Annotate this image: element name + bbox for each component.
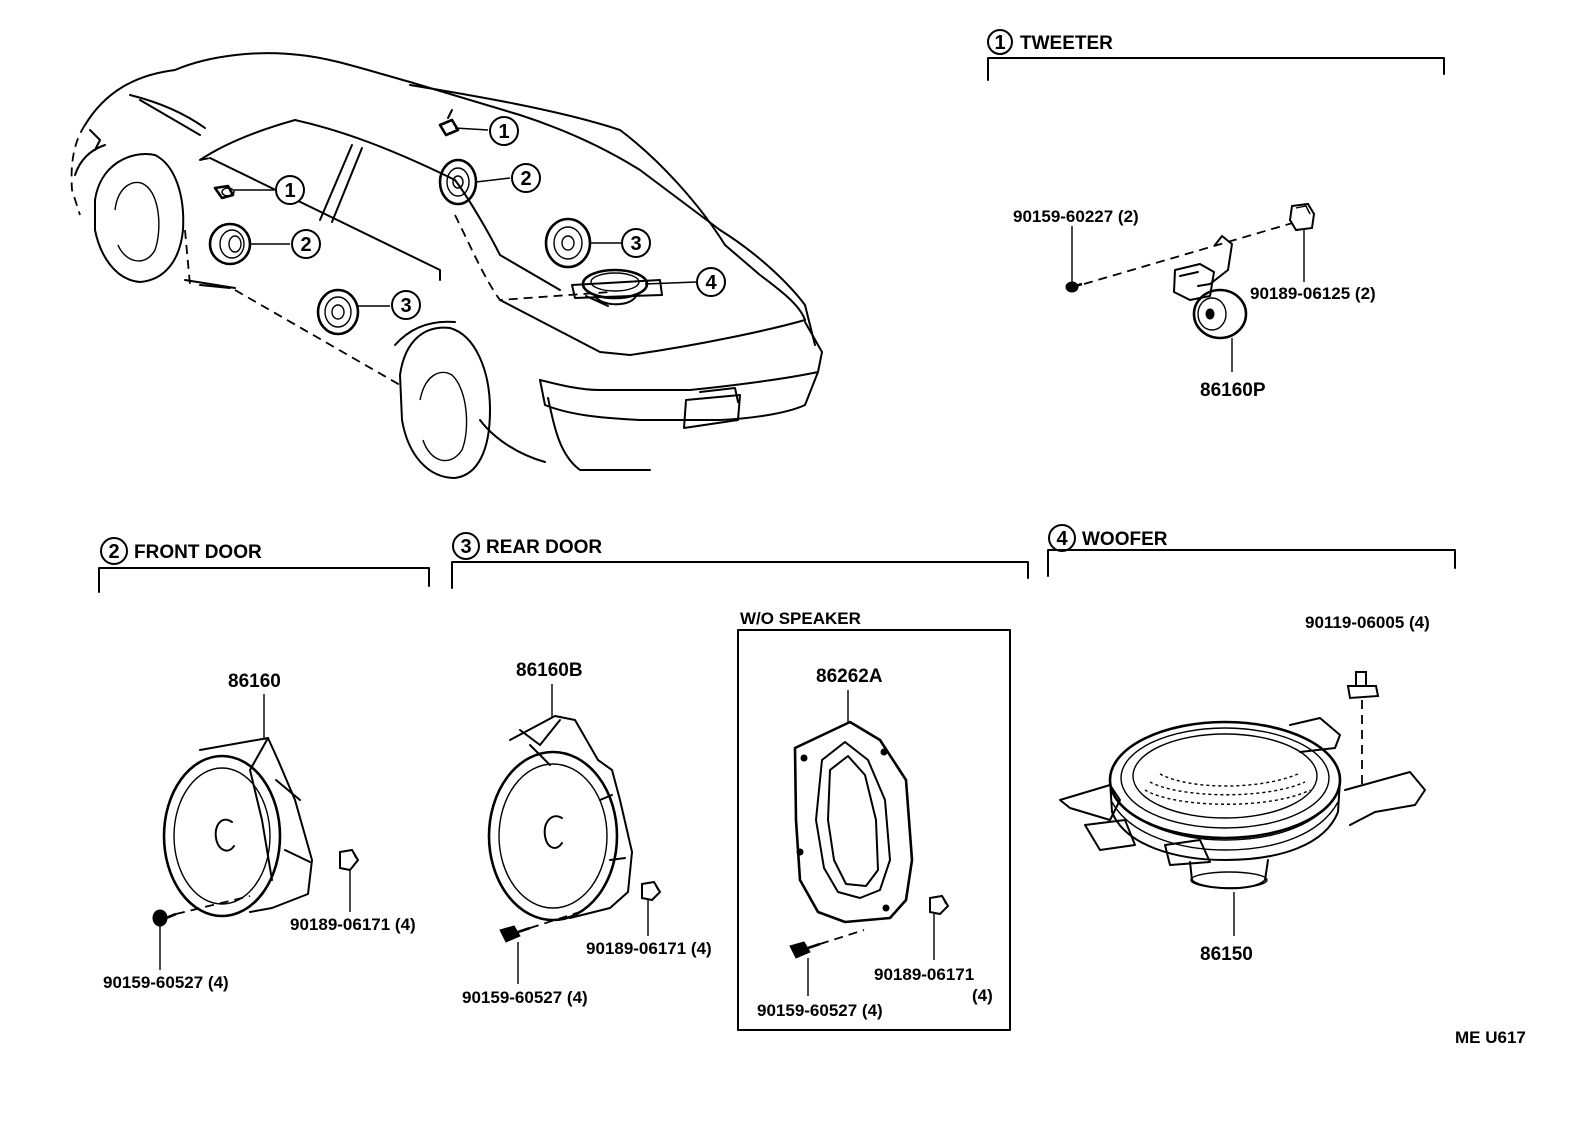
- label-cover-screw: 90159-60527 (4): [757, 1001, 883, 1020]
- svg-text:3: 3: [460, 536, 471, 558]
- rear-nut-icon: [641, 880, 662, 902]
- label-tweeter-screw: 90159-60227 (2): [1013, 207, 1139, 226]
- label-woofer-part: 86150: [1200, 944, 1253, 965]
- tweeter-nut-icon: [1288, 202, 1316, 232]
- woofer-bolt-icon: [1346, 671, 1380, 700]
- car-front-speaker: [208, 222, 252, 266]
- front-door-bracket: [98, 567, 430, 593]
- section-front-door: 2 FRONT DOOR 86160 90189-06171 (4) 90159…: [98, 537, 430, 992]
- svg-text:1: 1: [284, 180, 295, 202]
- svg-text:4: 4: [705, 272, 717, 294]
- label-rear-screw: 90159-60527 (4): [462, 988, 588, 1007]
- car-rear-shelf-speaker: [544, 217, 592, 269]
- svg-text:4: 4: [1056, 528, 1068, 550]
- label-tweeter-nut: 90189-06125 (2): [1250, 284, 1376, 303]
- car-woofer: [571, 268, 663, 307]
- wo-speaker-title: W/O SPEAKER: [740, 609, 861, 628]
- car-rear-upper-speaker: [438, 158, 478, 206]
- tweeter-unit: [1173, 235, 1248, 340]
- speaker-cover-plate: [793, 720, 914, 924]
- callout-rear-tweeter: 1: [489, 116, 519, 146]
- rear-door-bracket: [451, 561, 1029, 589]
- figure-code: ME U617: [1455, 1028, 1526, 1047]
- rear-screw-icon: [499, 925, 531, 943]
- callout-rear-upper-speaker: 2: [511, 163, 541, 193]
- svg-text:2: 2: [108, 541, 119, 563]
- front-nut-icon: [339, 848, 360, 872]
- svg-text:3: 3: [630, 233, 641, 255]
- label-front-speaker: 86160: [228, 671, 281, 692]
- svg-text:1: 1: [994, 32, 1005, 54]
- front-door-title: FRONT DOOR: [134, 542, 262, 563]
- svg-text:1: 1: [498, 121, 509, 143]
- front-screw-icon: [152, 909, 177, 927]
- rear-door-title: REAR DOOR: [486, 537, 602, 558]
- callout-woofer: 4: [696, 267, 726, 297]
- car-front-tweeter: [213, 184, 235, 200]
- car-illustration: 1 2 3 1 2 3 4: [70, 52, 823, 479]
- section-woofer: 4 WOOFER 90119-06005 (4): [1047, 524, 1456, 965]
- label-cover-nut-b: (4): [972, 986, 993, 1005]
- callout-front-speaker: 2: [291, 229, 321, 259]
- label-front-screw: 90159-60527 (4): [103, 973, 229, 992]
- cover-screw-icon: [789, 941, 821, 959]
- section-wo-speaker: W/O SPEAKER 86262A 90189-06171 (4) 90159…: [737, 609, 1011, 1031]
- car-rear-speaker: [316, 288, 360, 336]
- label-rear-speaker: 86160B: [516, 660, 583, 681]
- tweeter-bracket: [987, 57, 1445, 81]
- callout-front-tweeter: 1: [275, 175, 305, 205]
- label-tweeter-part: 86160P: [1200, 380, 1266, 401]
- cover-nut-icon: [929, 894, 950, 916]
- label-cover-part: 86262A: [816, 666, 883, 687]
- callout-rear-speaker: 3: [391, 290, 421, 320]
- section-rear-door: 3 REAR DOOR 86160B 90189-06171 (4) 90159…: [451, 532, 1029, 1007]
- label-rear-nut: 90189-06171 (4): [586, 939, 712, 958]
- svg-text:3: 3: [400, 295, 411, 317]
- label-front-nut: 90189-06171 (4): [290, 915, 416, 934]
- wo-speaker-frame: [737, 629, 1011, 1031]
- front-speaker-unit: [162, 737, 313, 918]
- svg-text:2: 2: [300, 234, 311, 256]
- tweeter-screw-icon: [1065, 281, 1083, 293]
- rear-speaker-unit: [487, 715, 633, 922]
- car-rear-tweeter: [438, 109, 460, 137]
- svg-text:2: 2: [520, 168, 531, 190]
- woofer-unit: [1059, 717, 1426, 890]
- callout-rear-shelf-speaker: 3: [621, 228, 651, 258]
- label-woofer-bolt: 90119-06005 (4): [1305, 613, 1430, 632]
- woofer-bracket: [1047, 549, 1456, 577]
- label-cover-nut-a: 90189-06171: [874, 965, 974, 984]
- tweeter-title: TWEETER: [1020, 33, 1113, 54]
- woofer-title: WOOFER: [1082, 529, 1168, 550]
- section-tweeter: 1 TWEETER 90159-60227 (2) 90189-06125 (2…: [987, 29, 1445, 401]
